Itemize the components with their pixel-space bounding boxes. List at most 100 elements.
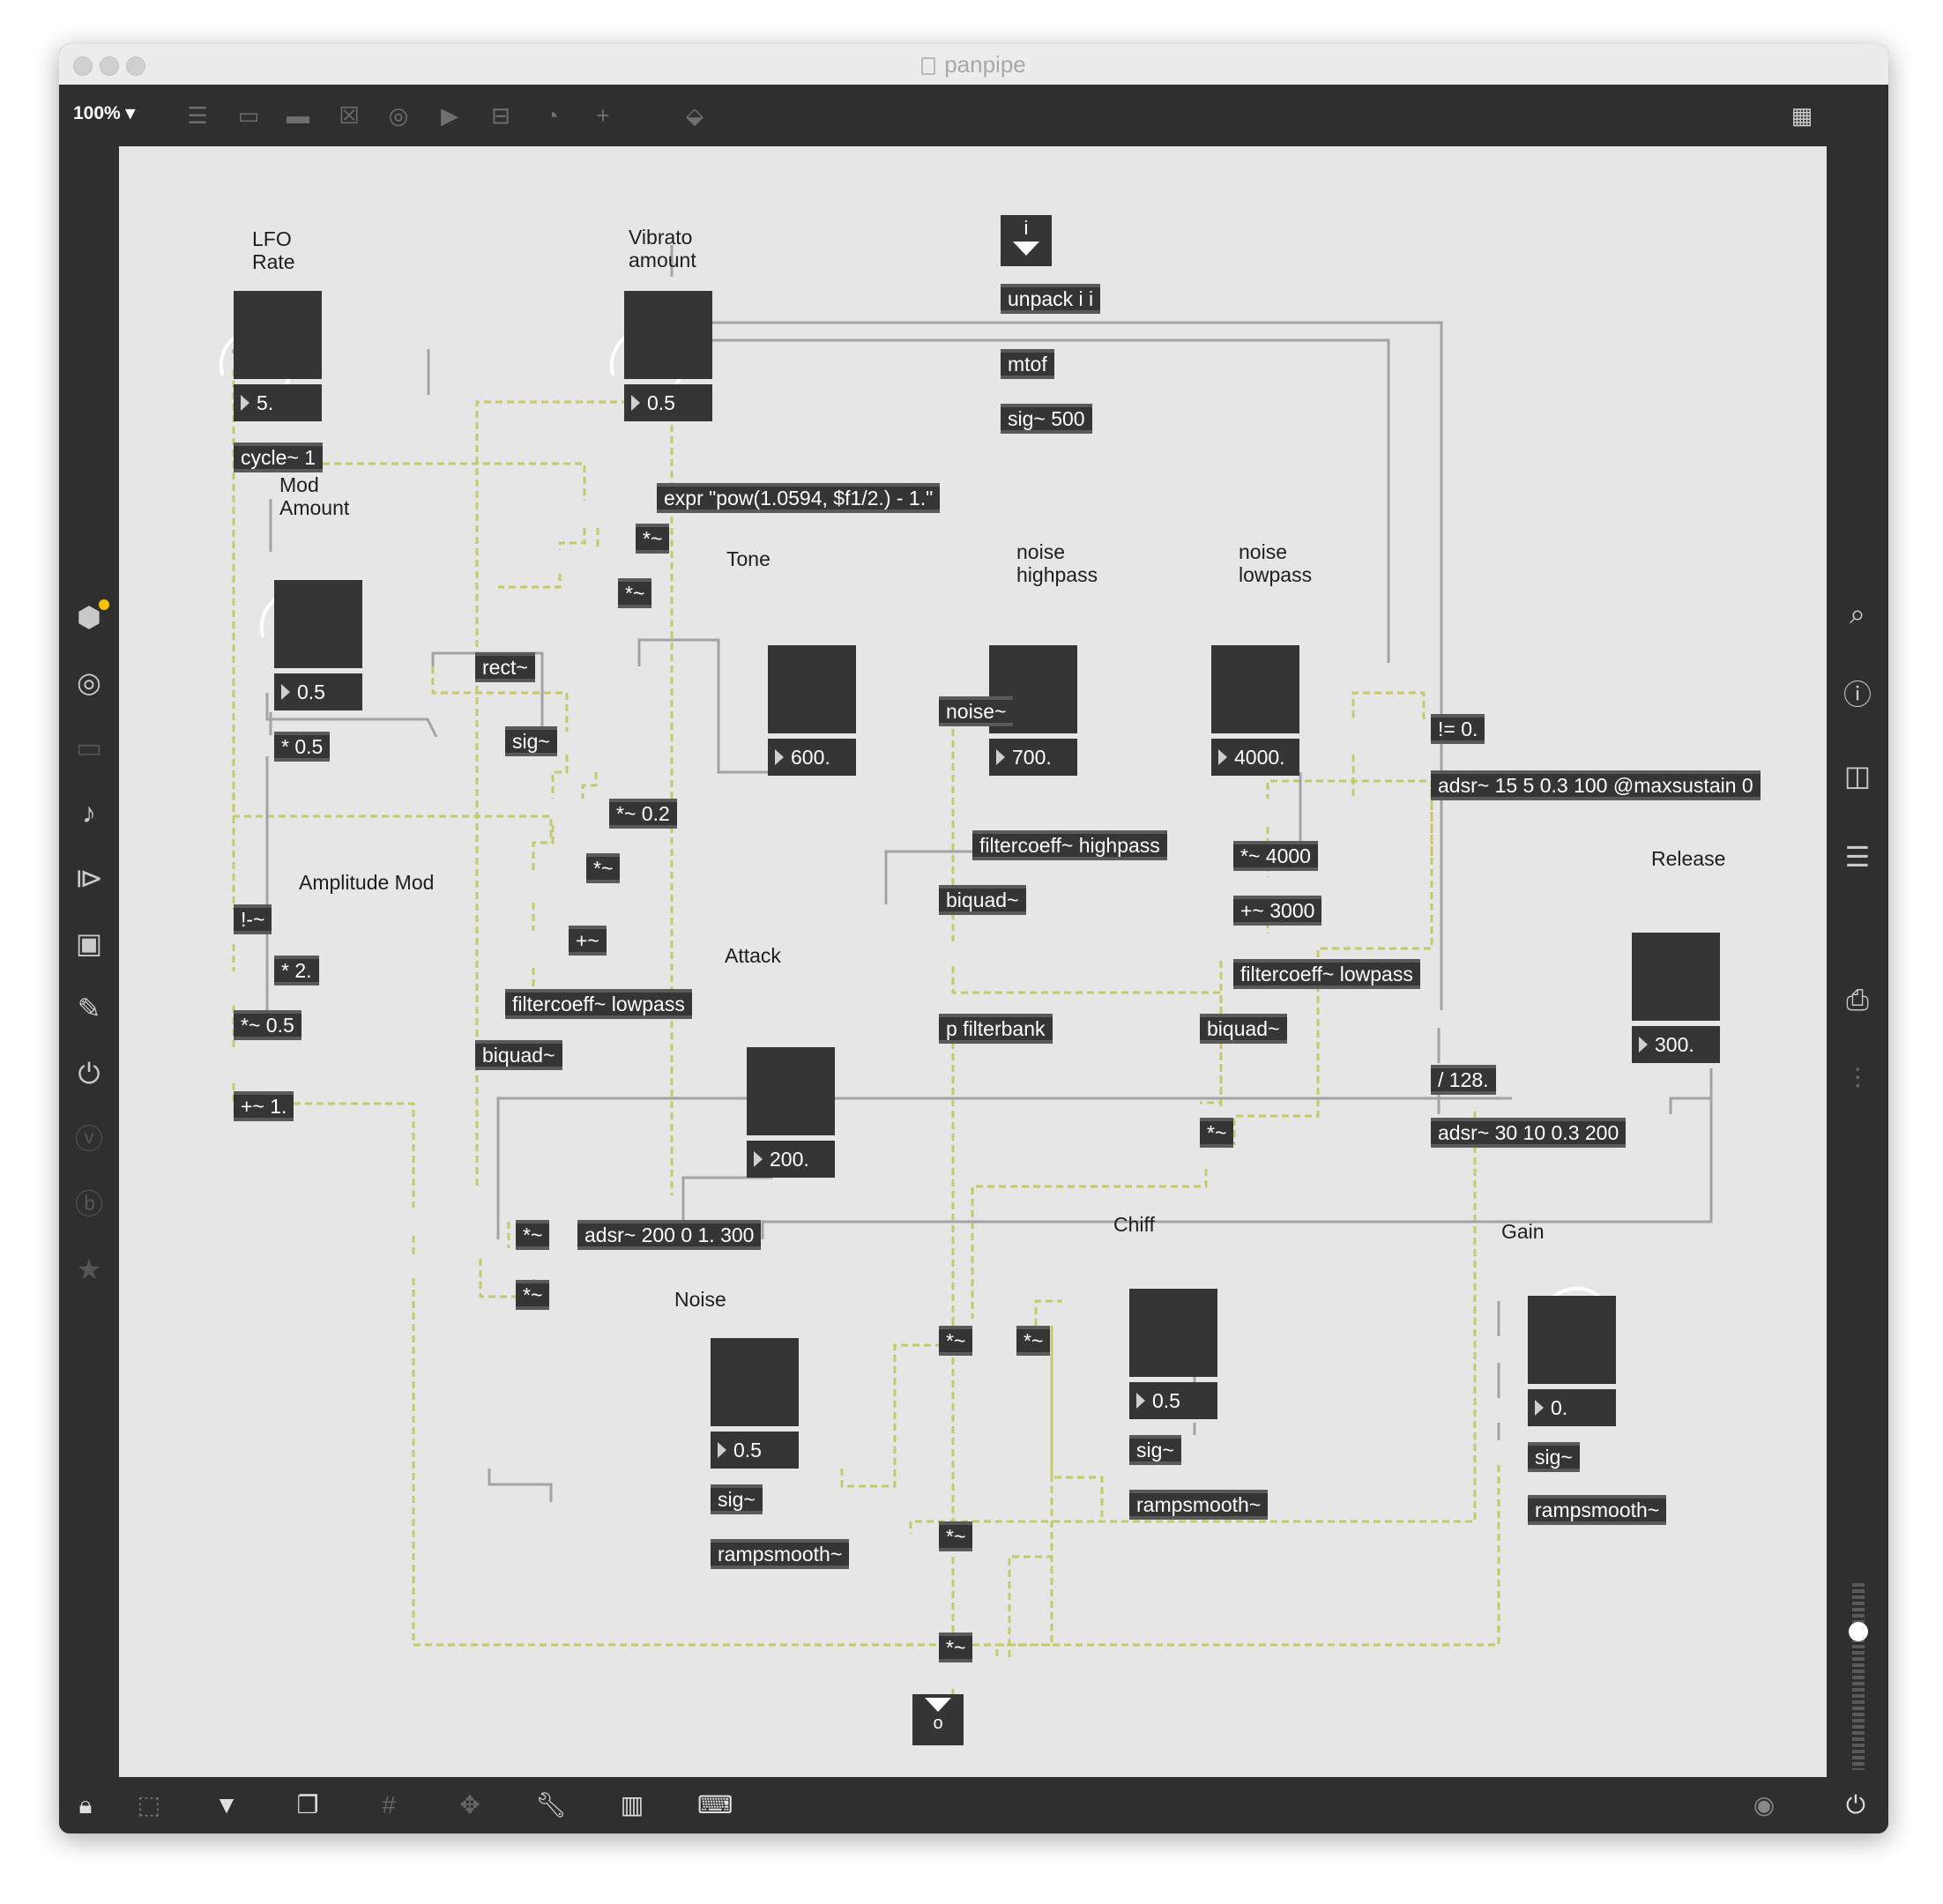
noise-dial[interactable] [711, 1338, 799, 1426]
lock-icon[interactable]: 🔒︎ [78, 1791, 93, 1818]
play-icon[interactable]: ▶ [441, 102, 458, 129]
zoom-menu[interactable]: 100% ▾ [73, 103, 136, 123]
image-icon[interactable]: ▣ [75, 927, 103, 959]
biquad-hp-object[interactable]: biquad~ [939, 885, 1026, 915]
highpass-number[interactable]: 700. [989, 739, 1077, 776]
dial-icon[interactable]: ◔ [545, 102, 559, 129]
add-icon[interactable]: + [596, 102, 610, 129]
noise-object[interactable]: noise~ [939, 696, 1014, 726]
b-icon[interactable]: ⓑ [74, 1188, 103, 1220]
transport-icon[interactable]: ◉ [1753, 1791, 1776, 1818]
clip-icon[interactable]: ✎ [77, 993, 101, 1024]
adsr-main-object[interactable]: adsr~ 15 5 0.3 100 @maxsustain 0 [1431, 770, 1761, 800]
rampsmooth-noise-object[interactable]: rampsmooth~ [711, 1539, 850, 1569]
message-icon[interactable]: ▭ [237, 102, 260, 129]
grid-icon[interactable]: # [382, 1791, 396, 1818]
device-icon[interactable]: ▭ [75, 732, 103, 763]
neq-object[interactable]: != 0. [1431, 714, 1485, 744]
sig-tone-object[interactable]: sig~ [505, 726, 557, 756]
windows-icon[interactable]: ❐ [296, 1791, 319, 1818]
music-note-icon[interactable]: ♪ [82, 797, 96, 829]
search-icon[interactable]: ⌕ [1850, 598, 1865, 629]
mul-d-object[interactable]: *~ [1200, 1118, 1234, 1148]
plug-icon[interactable]: ⏻ [78, 1058, 100, 1090]
inlet[interactable]: i [1001, 215, 1052, 266]
mul-e-object[interactable]: *~ [516, 1220, 550, 1250]
mul-i-object[interactable]: *~ [939, 1521, 973, 1551]
attack-number[interactable]: 200. [747, 1141, 835, 1178]
mul-out-object[interactable]: *~ [939, 1633, 973, 1662]
rect-object[interactable]: rect~ [475, 652, 535, 682]
mtof-object[interactable]: mtof [1001, 349, 1054, 379]
pfilterbank-object[interactable]: p filterbank [939, 1014, 1053, 1044]
mul02-object[interactable]: *~ 0.2 [609, 799, 677, 829]
power-icon[interactable]: ⏻ [1845, 1791, 1866, 1818]
packages-icon[interactable]: ⬢ [77, 601, 101, 633]
snapshot-icon[interactable]: ⎙ [1846, 984, 1869, 1015]
sig-chiff-object[interactable]: sig~ [1129, 1435, 1181, 1465]
mul-b-object[interactable]: *~ [618, 578, 652, 608]
computer-keyboard-icon[interactable]: ⌨ [697, 1791, 733, 1818]
vibrato-number[interactable]: 0.5 [624, 384, 712, 421]
patcher-canvas[interactable]: LFO Rate Vibrato amount Mod Amount Tone … [119, 146, 1827, 1777]
filtercoeff-lowpass-object[interactable]: filtercoeff~ lowpass [1233, 959, 1420, 989]
button-icon[interactable]: ◎ [388, 102, 409, 129]
mod-amount-number[interactable]: 0.5 [274, 673, 362, 710]
rampsmooth-chiff-object[interactable]: rampsmooth~ [1129, 1490, 1269, 1520]
lfo-rate-dial[interactable] [234, 291, 322, 379]
mul4000-object[interactable]: *~ 4000 [1233, 841, 1318, 871]
filtercoeff-highpass-object[interactable]: filtercoeff~ highpass [972, 830, 1167, 860]
biquad-lp-object[interactable]: biquad~ [1200, 1014, 1287, 1044]
gain-number[interactable]: 0. [1528, 1389, 1616, 1426]
sig-noise-object[interactable]: sig~ [711, 1484, 763, 1514]
info-icon[interactable]: ⓘ [1842, 679, 1872, 710]
not-object[interactable]: !-~ [234, 904, 272, 934]
object-icon[interactable]: ◎ [77, 666, 101, 698]
vimeo-icon[interactable]: ⓥ [74, 1123, 103, 1155]
cycle-object[interactable]: cycle~ 1 [234, 443, 324, 472]
noise-lowpass-dial[interactable] [1211, 645, 1299, 733]
grid-view-icon[interactable]: ▦ [1790, 102, 1813, 129]
chiff-dial[interactable] [1129, 1289, 1217, 1377]
slider-icon[interactable]: ⊟ [491, 102, 510, 129]
plus3000-object[interactable]: +~ 3000 [1233, 896, 1322, 926]
adsr-chiff-object[interactable]: adsr~ 30 10 0.3 200 [1431, 1118, 1627, 1148]
outlet[interactable]: o [912, 1694, 964, 1745]
plus1-object[interactable]: +~ 1. [234, 1091, 294, 1121]
plus-a-object[interactable]: +~ [569, 926, 607, 956]
lfo-rate-number[interactable]: 5. [234, 384, 322, 421]
wrench-icon[interactable]: 🔧︎ [535, 1791, 567, 1818]
gain-dial[interactable] [1528, 1296, 1616, 1384]
list-icon[interactable]: ☰ [1844, 841, 1871, 873]
mul-g-object[interactable]: *~ [939, 1326, 973, 1356]
columns-icon[interactable]: ◫ [1843, 760, 1872, 792]
attack-dial[interactable] [747, 1047, 835, 1135]
tone-dial[interactable] [768, 645, 856, 733]
mul05-object[interactable]: * 0.5 [274, 732, 331, 762]
tone-number[interactable]: 600. [768, 739, 856, 776]
media-icon[interactable]: ⧐ [75, 862, 103, 894]
presentation-icon[interactable]: ▼ [214, 1791, 239, 1818]
presentation-select-icon[interactable]: ⬚ [137, 1791, 161, 1818]
sig500-object[interactable]: sig~ 500 [1001, 404, 1092, 434]
expr-object[interactable]: expr "pow(1.0594, $f1/2.) - 1." [657, 483, 941, 513]
mixer-icon[interactable]: ⫶ [1853, 1063, 1861, 1095]
biquad2-object[interactable]: biquad~ [475, 1040, 562, 1070]
volume-meter[interactable] [1843, 1583, 1873, 1770]
volume-knob[interactable] [1849, 1622, 1868, 1641]
release-dial[interactable] [1632, 933, 1720, 1021]
mul05b-object[interactable]: *~ 0.5 [234, 1010, 302, 1040]
patcher-icon[interactable]: ☰ [187, 102, 208, 129]
lowpass-number[interactable]: 4000. [1211, 739, 1299, 776]
release-number[interactable]: 300. [1632, 1026, 1720, 1063]
mul-a-object[interactable]: *~ [636, 524, 670, 554]
paint-icon[interactable]: ⬙ [686, 102, 704, 129]
zoom-window-button[interactable] [126, 56, 145, 76]
div128-object[interactable]: / 128. [1431, 1065, 1496, 1095]
close-window-button[interactable] [73, 56, 93, 76]
adsr-amp-object[interactable]: adsr~ 200 0 1. 300 [577, 1220, 762, 1250]
filtercoeff-lowpass2-object[interactable]: filtercoeff~ lowpass [505, 989, 692, 1019]
minimize-window-button[interactable] [100, 56, 119, 76]
comment-icon[interactable]: ▬ [287, 102, 309, 129]
unpack-object[interactable]: unpack i i [1001, 284, 1101, 314]
